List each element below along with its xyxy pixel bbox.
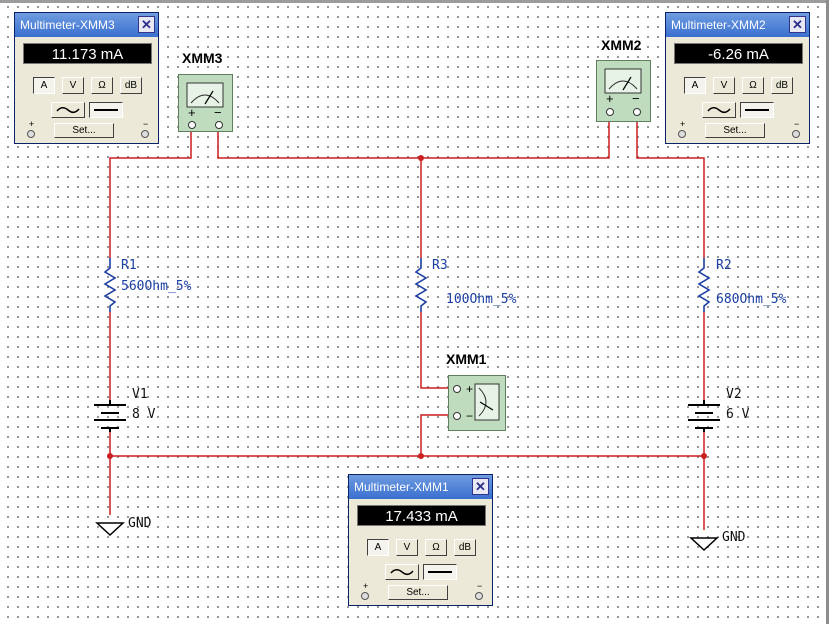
minus-terminal[interactable] xyxy=(475,592,483,600)
volt-button[interactable]: V xyxy=(62,77,84,94)
ampere-button[interactable]: A xyxy=(33,77,55,94)
set-button[interactable]: Set... xyxy=(388,585,448,600)
dc-mode-button[interactable] xyxy=(423,564,457,580)
r1-value: 560Ohm_5% xyxy=(121,279,192,294)
ground-right-symbol xyxy=(689,537,719,552)
ac-mode-button[interactable] xyxy=(51,102,85,118)
plus-terminal-label: + xyxy=(29,119,35,129)
close-button[interactable]: ✕ xyxy=(789,16,806,33)
svg-text:−: − xyxy=(632,91,640,106)
wire-top-left xyxy=(109,132,192,258)
minus-terminal[interactable] xyxy=(792,130,800,138)
close-button[interactable]: ✕ xyxy=(472,478,489,495)
dc-line-icon xyxy=(428,571,452,573)
ohm-button[interactable]: Ω xyxy=(91,77,113,94)
xmm1-label: XMM1 xyxy=(446,351,487,367)
meter-gauge-icon: + − xyxy=(604,68,642,116)
wire-xmm1-to-bottom xyxy=(420,414,456,456)
window-top-border xyxy=(0,0,829,3)
meter-gauge-icon: + − xyxy=(453,382,500,423)
gnd-left-label: GND xyxy=(128,516,152,531)
ampere-button[interactable]: A xyxy=(367,539,389,556)
meter-gauge-icon: + − xyxy=(186,82,224,129)
ac-wave-icon xyxy=(56,107,80,113)
junction-bottom-mid xyxy=(418,453,424,459)
r1-name: R1 xyxy=(121,258,137,273)
dc-mode-button[interactable] xyxy=(740,102,774,118)
plus-terminal[interactable] xyxy=(361,592,369,600)
xmm2-label: XMM2 xyxy=(601,37,642,53)
v2-name: V2 xyxy=(726,387,742,402)
dc-line-icon xyxy=(94,109,118,111)
plus-terminal[interactable] xyxy=(678,130,686,138)
set-button[interactable]: Set... xyxy=(705,123,765,138)
r2-name: R2 xyxy=(716,258,732,273)
junction-top xyxy=(418,155,424,161)
resistor-r1-symbol xyxy=(103,258,117,312)
resistor-r2-symbol xyxy=(697,258,711,312)
svg-text:+: + xyxy=(188,105,196,120)
junction-bottom-right xyxy=(701,453,707,459)
reading-display: -6.26 mA xyxy=(674,43,803,64)
xmm3-label: XMM3 xyxy=(182,50,223,66)
plus-terminal-label: + xyxy=(363,581,369,591)
ohm-button[interactable]: Ω xyxy=(742,77,764,94)
window-title[interactable]: Multimeter-XMM1 xyxy=(349,475,492,499)
wire-top-middle xyxy=(217,120,610,159)
minus-terminal-label: − xyxy=(794,119,800,129)
xmm1-symbol[interactable]: + − xyxy=(448,375,506,431)
ohm-button[interactable]: Ω xyxy=(425,539,447,556)
minus-terminal-label: − xyxy=(477,581,483,591)
ampere-button[interactable]: A xyxy=(684,77,706,94)
multimeter-xmm3-window[interactable]: Multimeter-XMM3 ✕ 11.173 mA A V Ω dB Set… xyxy=(14,12,159,144)
r2-value: 680Ohm_5% xyxy=(716,292,787,307)
gnd-right-label: GND xyxy=(722,530,746,545)
svg-text:−: − xyxy=(214,105,222,120)
svg-text:+: + xyxy=(606,91,614,106)
multimeter-xmm1-window[interactable]: Multimeter-XMM1 ✕ 17.433 mA A V Ω dB Set… xyxy=(348,474,493,606)
r3-value: 100Ohm_5% xyxy=(446,292,517,307)
v2-value: 6 V xyxy=(726,407,750,422)
volt-button[interactable]: V xyxy=(713,77,735,94)
reading-display: 11.173 mA xyxy=(23,43,152,64)
volt-button[interactable]: V xyxy=(396,539,418,556)
dc-line-icon xyxy=(745,109,769,111)
ac-wave-icon xyxy=(390,569,414,575)
plus-terminal-label: + xyxy=(680,119,686,129)
ac-mode-button[interactable] xyxy=(702,102,736,118)
window-title[interactable]: Multimeter-XMM3 xyxy=(15,13,158,37)
reading-display: 17.433 mA xyxy=(357,505,486,526)
wire-top-right xyxy=(636,120,705,258)
resistor-r3-symbol xyxy=(414,258,428,312)
multimeter-xmm2-window[interactable]: Multimeter-XMM2 ✕ -6.26 mA A V Ω dB Set.… xyxy=(665,12,810,144)
minus-terminal-label: − xyxy=(143,119,149,129)
wire-r3-to-xmm1 xyxy=(420,312,456,389)
junction-bottom-left xyxy=(107,453,113,459)
db-button[interactable]: dB xyxy=(771,77,793,94)
dc-mode-button[interactable] xyxy=(89,102,123,118)
set-button[interactable]: Set... xyxy=(54,123,114,138)
battery-v2-symbol xyxy=(688,400,720,432)
r3-name: R3 xyxy=(432,258,448,273)
ground-left-symbol xyxy=(95,522,125,537)
svg-text:+: + xyxy=(466,382,473,396)
ac-wave-icon xyxy=(707,107,731,113)
v1-name: V1 xyxy=(132,387,148,402)
minus-terminal[interactable] xyxy=(141,130,149,138)
xmm3-symbol[interactable]: + − xyxy=(178,74,233,132)
battery-v1-symbol xyxy=(94,400,126,432)
db-button[interactable]: dB xyxy=(454,539,476,556)
plus-terminal[interactable] xyxy=(27,130,35,138)
v1-value: 8 V xyxy=(132,407,156,422)
ac-mode-button[interactable] xyxy=(385,564,419,580)
close-button[interactable]: ✕ xyxy=(138,16,155,33)
db-button[interactable]: dB xyxy=(120,77,142,94)
svg-text:−: − xyxy=(466,409,473,423)
xmm2-symbol[interactable]: + − xyxy=(596,60,651,122)
window-title[interactable]: Multimeter-XMM2 xyxy=(666,13,809,37)
scrollbar-edge xyxy=(826,0,829,624)
